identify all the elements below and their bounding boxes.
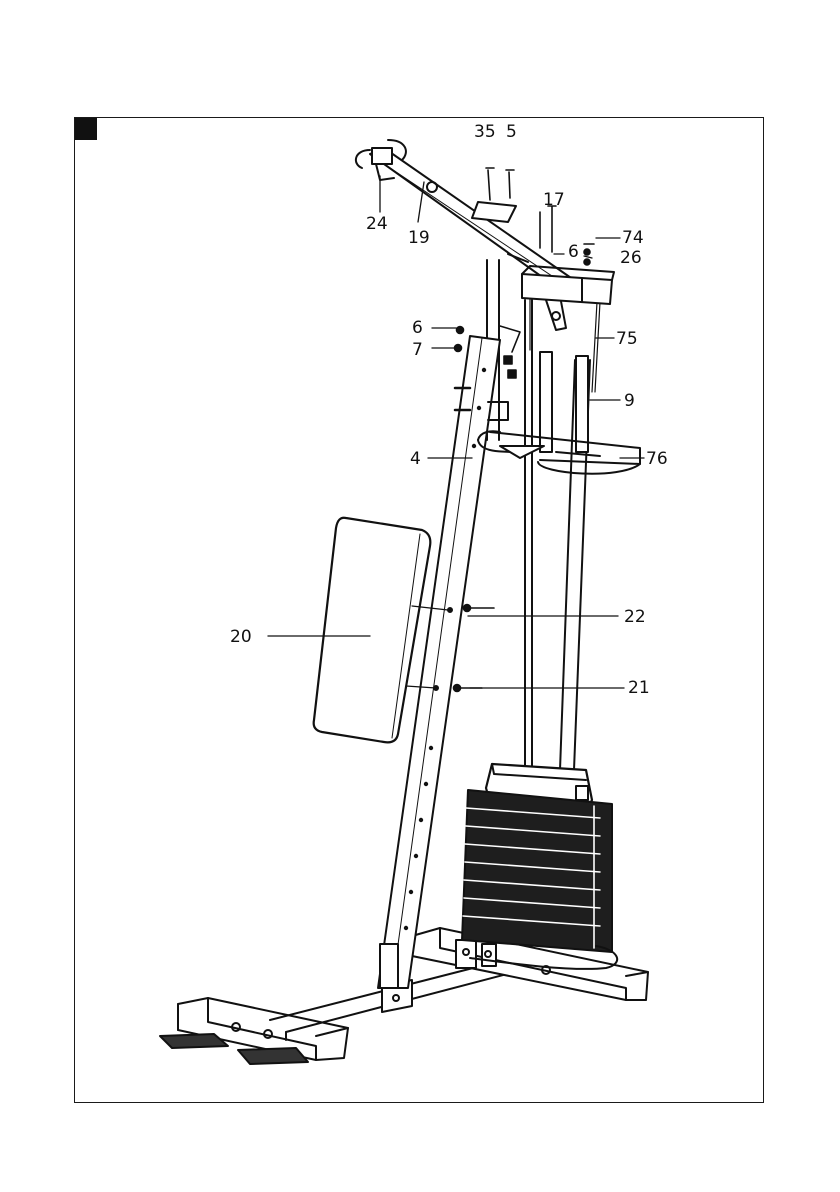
callout-6-left: 6: [412, 320, 423, 337]
callout-5: 5: [506, 124, 517, 141]
callout-75: 75: [616, 331, 638, 348]
callout-21: 21: [628, 680, 650, 697]
callout-7: 7: [412, 342, 423, 359]
callout-74: 74: [622, 230, 644, 247]
callout-22: 22: [624, 609, 646, 626]
callout-6-top: 6: [568, 244, 579, 261]
callout-9: 9: [624, 393, 635, 410]
callout-17: 17: [543, 192, 565, 209]
callout-76: 76: [646, 451, 668, 468]
callout-20: 20: [230, 629, 252, 646]
callout-24: 24: [366, 216, 388, 233]
top-boom-arm: [356, 140, 574, 330]
weight-stack: [462, 764, 617, 969]
callout-35: 35: [474, 124, 496, 141]
callout-4: 4: [410, 451, 421, 468]
callout-19: 19: [408, 230, 430, 247]
handle-loop: [478, 431, 640, 473]
callout-26: 26: [620, 250, 642, 267]
